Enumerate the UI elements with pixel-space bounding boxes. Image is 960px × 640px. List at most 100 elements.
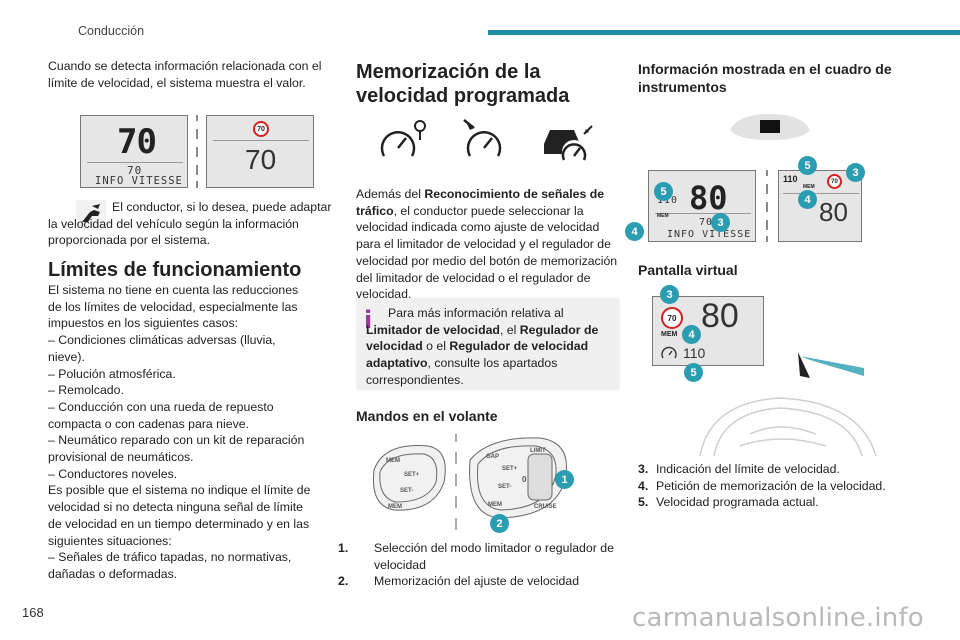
limits-line: velocidad si no detecta ninguna señal de… [48,500,303,515]
cluster-small-top: 110 [657,195,679,206]
limits-line: – Polución atmosférica. [48,366,176,381]
stalk-label-mem: MEM [388,504,402,510]
limits-line: El sistema no tiene en cuenta las reducc… [48,283,299,297]
cluster-display-left: 110 80 MEM 70 INFO VITESSE [648,170,756,242]
controls-heading: Mandos en el volante [356,408,498,424]
steering-wheel-illustration [640,350,900,460]
speed-limit-sign-icon: 70 [661,307,683,329]
list-number: 1. [338,541,349,555]
section-title: Conducción [78,24,145,38]
display-items-list: 3. Indicación del límite de velocidad. 4.… [638,461,918,511]
callout-badge-5: 5 [654,182,673,201]
display-right: 70 70 [206,115,314,188]
list-text: Selección del modo limitador o regulador… [374,541,614,572]
info-text-part: , el [499,322,520,337]
callout-badge-3: 3 [660,285,679,304]
controls-list: 1. Selección del modo limitador o regulad… [338,540,620,590]
display-right-speed: 70 [245,144,277,175]
watermark: carmanualsonline.info [632,603,924,633]
limits-heading: Límites de funcionamiento [48,259,302,281]
para-text: , el conductor puede seleccionar la velo… [356,203,618,302]
limits-line: – Remolcado. [48,383,124,398]
display-divider [213,140,309,141]
speed-limit-sign-icon: 70 [253,121,269,137]
list-text: Memorización del ajuste de velocidad [374,574,580,589]
display-left-small-speed: 70 [127,164,143,177]
stalk-label-zero: 0 [522,475,527,484]
cruise-control-icon [460,118,510,162]
list-item: 1. Selección del modo limitador o regulad… [338,540,620,573]
list-item: 2. Memorización del ajuste de velocidad [338,573,620,590]
para-text: Además del [356,187,425,201]
limits-line: nieve). [48,349,85,364]
info-icon: i [364,306,373,334]
stalk-label-set-plus: SET+ [404,472,420,478]
memorization-heading: Memorización de la velocidad programada [356,60,569,108]
callout-badge-4: 4 [625,222,644,241]
callout-badge-4: 4 [682,325,701,344]
stalk-label-set-minus: SET- [498,484,511,490]
speed-limiter-icon [661,345,679,359]
limits-line: dañadas o deformadas. [48,566,178,581]
limits-line: – Conductores noveles. [48,466,178,481]
limits-line: – Neumático reparado con un kit de repar… [48,433,305,448]
display-divider [783,193,859,194]
callout-badge-1: 1 [555,470,574,489]
list-text: Indicación del límite de velocidad. [656,462,840,476]
limits-line: compacta o con cadenas para nieve. [48,416,249,431]
limits-line: – Señales de tráfico tapadas, no normati… [48,550,292,565]
info-text-part: , consulte los apartados correspondiente… [366,356,558,387]
speed-limit-sign-icon: 70 [827,174,842,189]
list-number: 2. [338,574,349,589]
dashboard-thumbnail-icon [728,110,812,144]
memorization-heading-line: Memorización de la [356,61,541,83]
display-left-speed: 70 [117,122,157,162]
cluster-info: INFO VITESSE [667,229,752,240]
memorization-paragraph: Además del Reconocimiento de señales de … [356,186,620,303]
cluster-right-mem: MEM [803,184,815,190]
list-number: 4. [638,478,649,493]
limits-line: Es posible que el sistema no indique el … [48,483,311,498]
virtual-programmed-speed: 110 [683,345,706,361]
cluster-right-speed: 110 [783,174,798,184]
virtual-speed: 80 [701,297,739,335]
info-box: i Para más información relativa al Limit… [356,298,620,390]
callout-badge-4: 4 [798,190,817,209]
stalk-label-set-minus: SET- [400,488,413,494]
limits-line: impuestos en los siguientes casos: [48,316,239,331]
callout-badge-3: 3 [846,163,865,182]
display-divider [655,213,751,214]
list-item: 3. Indicación del límite de velocidad. [638,461,918,478]
info-bold: Regulador de velocidad [366,322,599,354]
steering-controls-illustration: MEM SET+ SET- MEM GAP SET+ SET- MEM LIMI… [370,430,610,532]
stalk-label-mem: MEM [386,458,400,464]
callout-badge-2: 2 [490,514,509,533]
list-number: 3. [638,462,649,476]
callout-badge-3: 3 [711,213,730,232]
instrument-heading-line: instrumentos [638,79,727,95]
display-divider [87,162,183,163]
callout-badge-5: 5 [798,156,817,175]
para-bold: Reconocimiento de señales de tráfico [356,187,605,218]
stalk-label-mem: MEM [488,502,502,508]
intro-paragraph: Cuando se detecta información relacionad… [48,59,322,90]
cluster-mem-label: MEM [657,213,669,219]
cluster-display-right: 110 70 MEM 80 [778,170,862,242]
callout-badge-5: 5 [684,363,703,382]
limits-text: El sistema no tiene en cuenta las reducc… [48,282,342,583]
display-left-info: INFO VITESSE [95,175,183,187]
stalk-label-gap: GAP [486,454,499,460]
limits-line: siguientes situaciones: [48,533,172,548]
header-accent-bar [488,30,960,35]
info-bold: Limitador de velocidad [366,322,500,337]
tip-paragraph: El conductor, si lo desea, puede adaptar… [48,200,332,248]
list-text: Velocidad programada actual. [656,495,819,510]
stalk-label-limit: LIMIT [530,448,546,454]
cluster-speed: 80 [689,179,728,217]
limits-line: provisional de neumáticos. [48,450,194,465]
driver-hand-icon [76,200,106,230]
instrument-heading-line: Información mostrada en el cuadro de [638,61,892,77]
stalk-label-set-plus: SET+ [502,466,518,472]
limits-line: – Condiciones climáticas adversas (lluvi… [48,333,276,348]
info-text-part: o el [422,339,450,354]
